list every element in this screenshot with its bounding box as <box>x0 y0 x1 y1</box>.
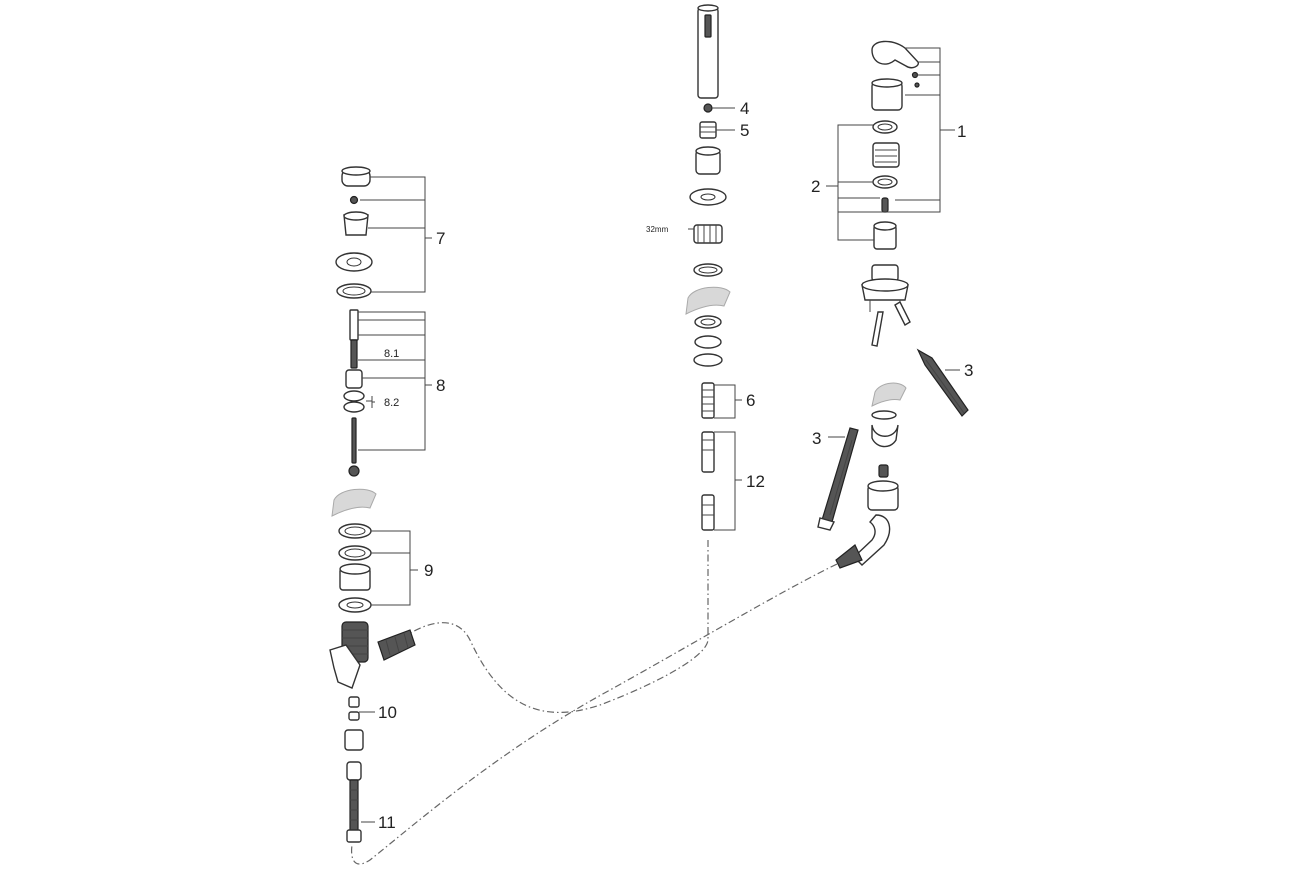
hose-mixer-to-bottom <box>350 557 851 865</box>
label-8: 8 <box>436 376 445 395</box>
grease-icon <box>871 382 907 407</box>
label-10: 10 <box>378 703 397 722</box>
label-4: 4 <box>740 99 749 118</box>
hose-spout-to-diverter <box>399 540 709 713</box>
part-labels: 1 2 3 3 4 5 32mm 6 12 7 8 8.1 8.2 9 10 1… <box>378 99 973 832</box>
mixer-assembly <box>817 40 969 569</box>
spout-assembly <box>685 4 742 531</box>
label-2: 2 <box>811 177 820 196</box>
diverter-assembly <box>329 166 432 843</box>
label-11: 11 <box>378 813 396 832</box>
label-9: 9 <box>424 561 433 580</box>
label-32mm: 32mm <box>646 225 669 234</box>
label-3-left: 3 <box>812 429 821 448</box>
grease-icon <box>331 488 377 517</box>
label-5: 5 <box>740 121 749 140</box>
label-12: 12 <box>746 472 765 491</box>
label-8-1: 8.1 <box>384 348 399 360</box>
grease-icon <box>685 286 731 315</box>
label-1: 1 <box>957 122 966 141</box>
label-8-2: 8.2 <box>384 397 399 409</box>
label-6: 6 <box>746 391 755 410</box>
label-3-right: 3 <box>964 361 973 380</box>
label-7: 7 <box>436 229 445 248</box>
